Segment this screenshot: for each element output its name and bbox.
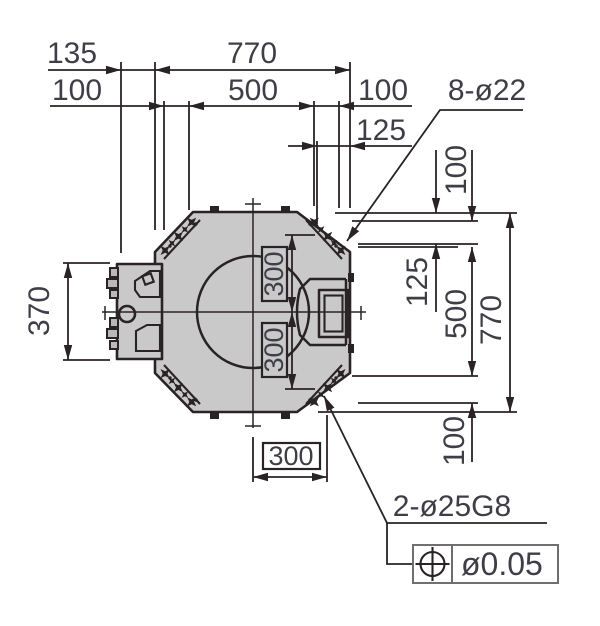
dimension-texts: 135 770 100 500 100 125 370 100 125 500 …: [23, 37, 526, 523]
dim-right-125: 125: [401, 257, 434, 307]
callout-mounting-holes: 8-ø22: [448, 74, 526, 107]
dim-top-left-100: 100: [52, 74, 102, 107]
callout-leaders: [320, 109, 547, 565]
centerlines: [102, 198, 366, 428]
gdt-frame-connector: [386, 523, 413, 565]
dim-right-upper-100: 100: [440, 145, 473, 195]
dim-top-pattern-500: 500: [228, 74, 278, 107]
mounting-hole-marks: [155, 213, 351, 411]
basic-dim-box-lower: [260, 321, 289, 379]
square-opening-inner: [323, 294, 344, 333]
dim-right-lower-100: 100: [438, 416, 471, 466]
gdt-feature-control-frame: ø0.05: [412, 544, 559, 584]
square-opening-outer: [317, 288, 350, 339]
position-symbol-icon: [415, 547, 450, 581]
basic-dim-upper-300: 300: [259, 251, 289, 296]
basic-dim-lower-300: 300: [259, 327, 289, 372]
basic-dim-bottom-300: 300: [268, 441, 313, 471]
edge-tabs: [210, 206, 354, 419]
mounting-holes-leader-arrow: [343, 226, 360, 244]
dim-top-offset-135: 135: [47, 37, 97, 70]
dimension-lines: [48, 62, 517, 482]
basic-dim-box-bottom: [261, 441, 322, 471]
basic-dim-box-upper: [260, 245, 289, 303]
dim-top-right-125: 125: [356, 114, 406, 147]
basic-dimension-boxes: [260, 245, 322, 471]
connector-pilot-hole: [117, 304, 137, 324]
dim-top-right-100: 100: [358, 74, 408, 107]
connector-slot-lower: [134, 323, 162, 353]
gdt-tolerance-value: ø0.05: [461, 546, 543, 582]
base-plate-body: [102, 198, 366, 428]
callout-dowel-holes: 2-ø25G8: [393, 490, 511, 523]
mounting-holes-leader: [346, 109, 523, 242]
dim-right-500: 500: [440, 289, 473, 339]
connector-slot-upper-key: [140, 271, 156, 287]
connector-terminals: [106, 267, 119, 350]
connector-slot-upper: [133, 269, 162, 299]
dim-right-770: 770: [475, 295, 508, 345]
dim-left-370: 370: [23, 286, 56, 336]
gdt-frame-border: [412, 544, 559, 584]
dim-top-overall-770: 770: [227, 37, 277, 70]
